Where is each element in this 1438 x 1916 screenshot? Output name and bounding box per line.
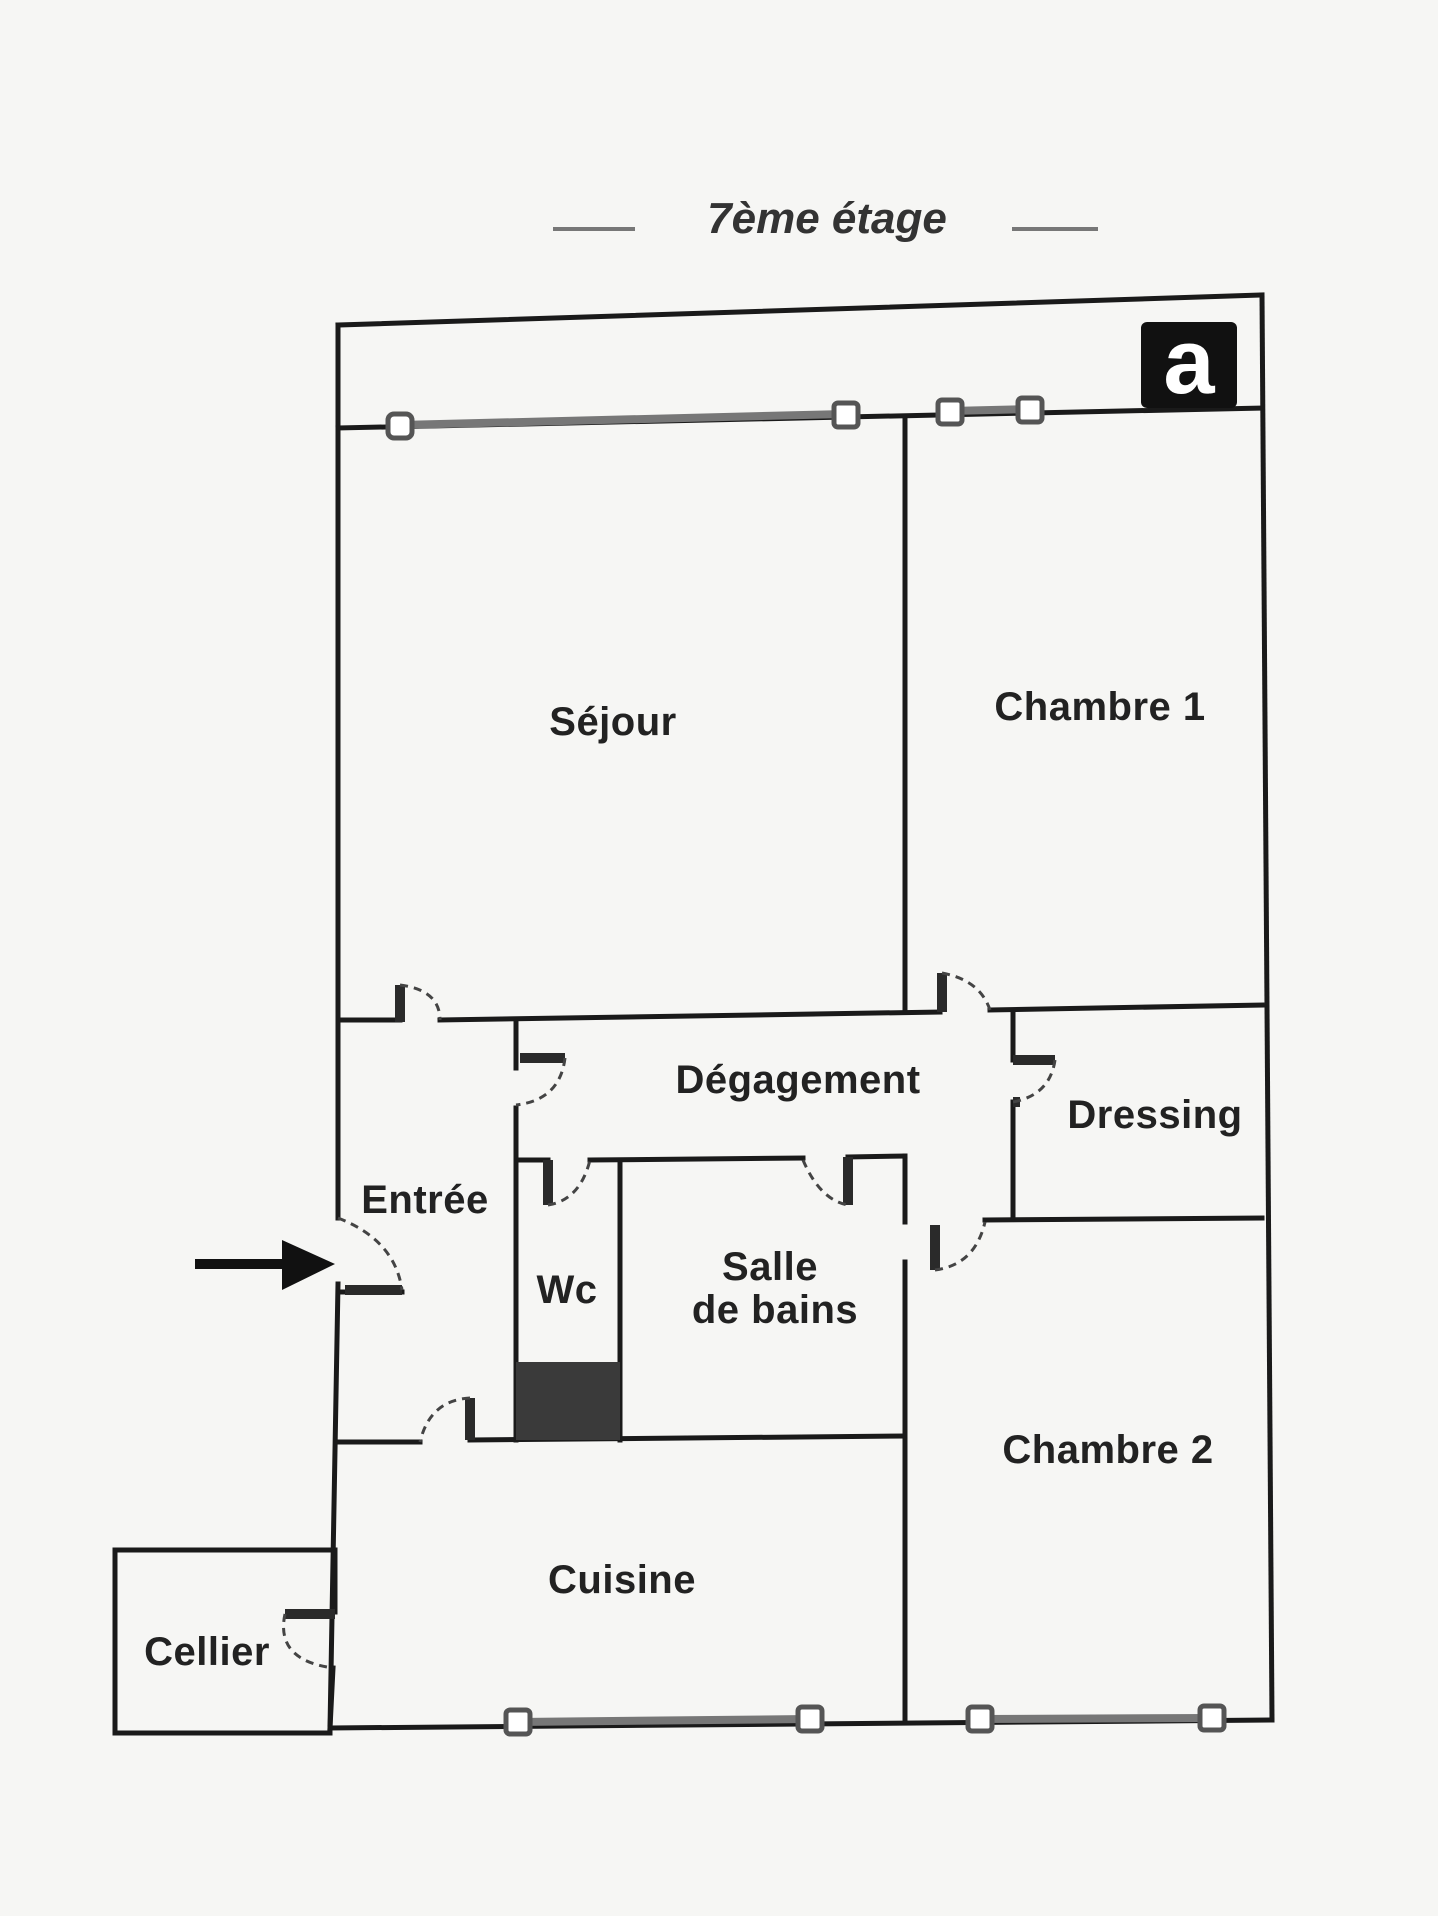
room-label-cellier: Cellier [144, 1630, 270, 1674]
door-stops [285, 973, 1055, 1619]
room-label-salle-de-bains-1: Salle [722, 1245, 818, 1289]
window-post [1197, 1703, 1227, 1733]
title-dash-right [1012, 227, 1098, 231]
room-label-salle-de-bains-2: de bains [691, 1288, 859, 1332]
wall-chambre1-bottom [987, 1002, 1265, 1013]
window-post [503, 1707, 533, 1737]
room-label-dressing: Dressing [1067, 1093, 1243, 1137]
window-post [831, 400, 861, 430]
window-post [795, 1704, 825, 1734]
wall-sdb-top-b [845, 1153, 908, 1160]
wall-wc-top-b [587, 1155, 806, 1163]
agency-logo-icon: a [1141, 316, 1237, 408]
wall-top [335, 292, 1265, 328]
floor-title: 7ème étage [707, 194, 947, 243]
room-label-chambre2: Chambre 2 [1002, 1428, 1214, 1472]
wall-cellier-door-b [327, 1665, 336, 1731]
wall-left-lower [327, 1281, 341, 1731]
title-dash-left [553, 227, 635, 231]
window-post [385, 411, 415, 441]
room-label-degagement: Dégagement [675, 1058, 921, 1102]
room-label-wc: Wc [536, 1268, 598, 1312]
technical-duct [516, 1362, 620, 1440]
windows [385, 395, 1227, 1737]
wall-dressing-bottom [982, 1215, 1265, 1223]
window-post [1015, 395, 1045, 425]
room-label-chambre1: Chambre 1 [994, 685, 1206, 729]
wall-sejour-bottom-b [437, 1009, 943, 1023]
room-label-entree: Entrée [361, 1178, 489, 1222]
entrance-arrow-icon [195, 1240, 335, 1290]
window-post [965, 1704, 995, 1734]
room-label-cuisine: Cuisine [548, 1558, 696, 1602]
wall-right [1259, 292, 1275, 1723]
window-post [935, 397, 965, 427]
room-label-sejour: Séjour [549, 700, 677, 744]
walls [112, 292, 1275, 1736]
door-swings [282, 971, 1057, 1670]
